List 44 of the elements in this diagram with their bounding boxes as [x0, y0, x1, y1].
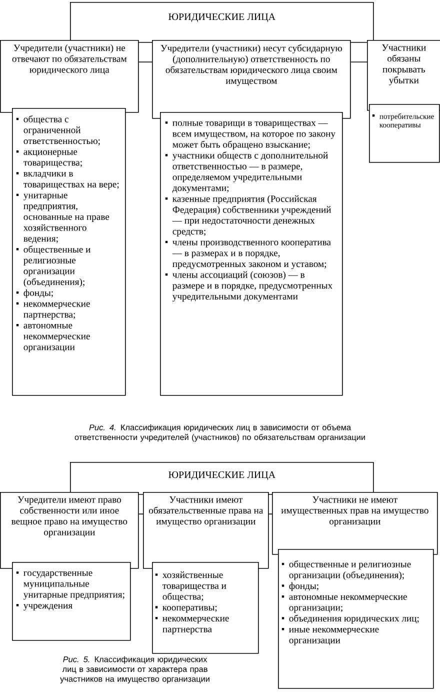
title-box	[70, 2, 374, 43]
list-item: вкладчики в товариществах на вере;	[16, 172, 119, 190]
list-item: некоммерческие партнерства	[155, 616, 229, 634]
category-box	[0, 40, 139, 113]
box-heading: Учредители (участники) не отвечают по обязательствам юридического лица	[12, 44, 127, 75]
list-item: члены ассоциаций (союзов) — в размере и в порядке, предусмотренных учредительными документами	[165, 271, 332, 302]
list-item: казенные предприятия (Российская Федерация) собственники учреждений — при недостаточности денежных средств;	[165, 195, 332, 236]
category-box	[272, 492, 438, 555]
list-item: кооперативы;	[155, 606, 217, 613]
list-item: унитарные предприятия, основанные на праве хозяйственного ведения;	[16, 194, 110, 244]
list-item: учреждения	[16, 604, 72, 611]
list-item: общественные и религиозные организации (объединения);	[282, 560, 411, 580]
figure-caption: Рис. 5. Классификация юридических лиц в зависимости от характера прав участников на имущество организации	[60, 656, 210, 684]
list-item: государственные муниципальные унитарные предприятия;	[16, 571, 124, 600]
figure-caption: Рис. 4. Классификация юридических лиц в зависимости от объема ответственности учредителей (участников) по обязательствам организации	[74, 424, 365, 442]
list-item: объединения юридических лиц;	[282, 614, 419, 624]
box-heading: Участники обязаны покрывать убытки	[382, 44, 426, 86]
list-item: иные некоммерческие организации	[282, 628, 379, 646]
box-heading: Учредители имеют право собственности или иное вещное право на имущество организации	[12, 496, 128, 538]
list-item: участники обществ с дополнительной ответственностью — в размере, определяемом учредительными документами;	[165, 152, 328, 194]
category-box	[367, 40, 440, 111]
box-heading: Участники имеют обязательственные права на имущество организации	[149, 496, 264, 526]
list-item: фонды;	[16, 289, 53, 298]
list-box	[152, 562, 259, 654]
list-item: члены производственного кооператива — в размерах и в порядке, предусмотренных законом и уставом;	[165, 240, 331, 270]
list-box	[12, 562, 131, 641]
list-item: общества с ограниченной ответственностью;	[16, 115, 100, 146]
category-box	[143, 492, 269, 569]
list-item: хозяйственные товарищества и общества;	[155, 571, 226, 602]
list-item: некоммерческие партнерства;	[16, 302, 90, 320]
list-item: акционерные товарищества;	[16, 150, 82, 168]
title-box	[70, 462, 374, 495]
category-box	[0, 492, 139, 569]
box-title: ЮРИДИЧЕСКИЕ ЛИЦА	[168, 471, 276, 480]
list-item: автономные некоммерческие организации;	[282, 595, 407, 613]
box-heading: Участники не имеют имущественных прав на имущество организации	[281, 496, 428, 526]
list-item: автономные некоммерческие организации	[16, 324, 90, 352]
box-heading: Учредители (участники) несут субсидарную (дополнительную) ответственность по обязательствам юридического лица своим имуществом	[160, 44, 342, 86]
list-item: фонды;	[282, 582, 318, 592]
list-box	[369, 104, 440, 163]
box-title: ЮРИДИЧЕСКИЕ ЛИЦА	[168, 13, 276, 22]
list-item: полные товарищи в товариществах — всем имуществом, на которое по закону может быть обращено взыскание;	[165, 121, 336, 150]
list-item: общественные и религиозные организации (объединения);	[16, 246, 90, 288]
category-box	[152, 40, 351, 119]
